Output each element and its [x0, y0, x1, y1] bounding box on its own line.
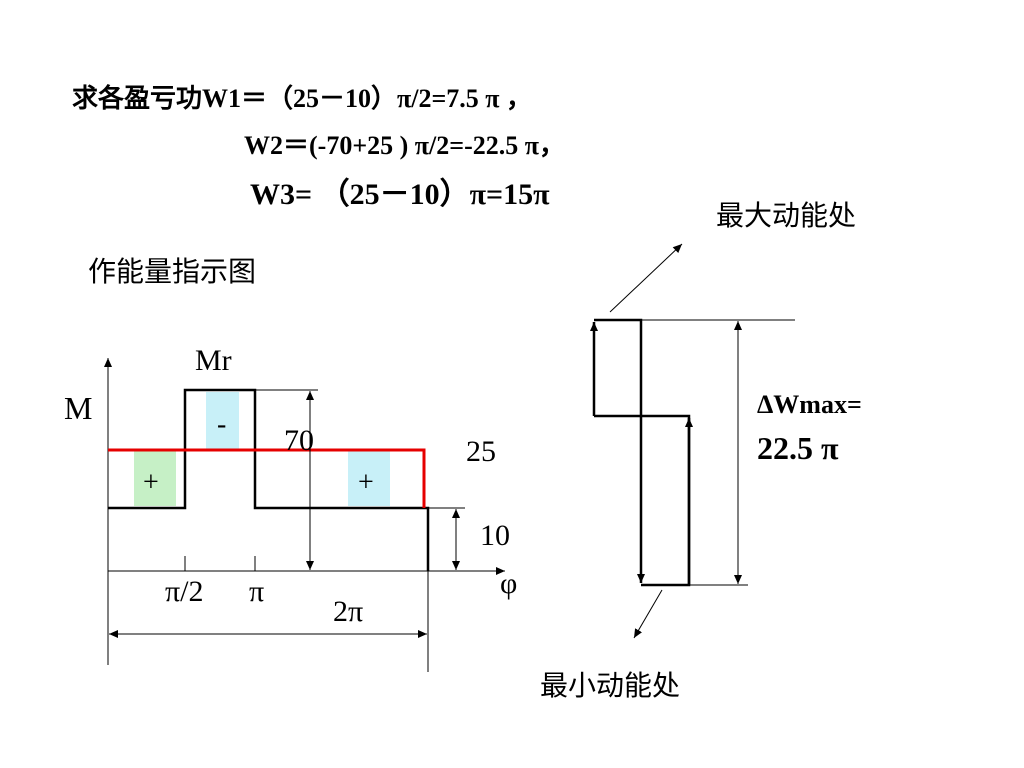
x-axis-label: φ	[500, 567, 517, 600]
tick-pi-label: π	[249, 575, 264, 608]
tick-2pi-label: 2π	[333, 595, 363, 628]
diagram-caption: 作能量指示图	[88, 255, 257, 288]
value-25-label: 25	[466, 435, 496, 468]
plus-sign-2: +	[358, 467, 374, 498]
positive-area-box-1	[134, 450, 176, 506]
resistance-moment-line	[108, 448, 426, 508]
tick-pi-half-label: π/2	[165, 575, 203, 608]
minus-sign: -	[217, 409, 226, 440]
delta-w-max-label: ΔWmax=	[757, 390, 862, 419]
plus-sign-1: +	[143, 467, 159, 498]
equation-w2: W2＝(-70+25 ) π/2=-22.5 π，	[244, 131, 565, 160]
value-10-label: 10	[480, 519, 510, 552]
y-axis-label: M	[64, 390, 92, 426]
value-70-label: 70	[284, 424, 314, 457]
positive-area-box-2	[348, 450, 390, 506]
equation-w3: W3= （25－10）π=15π	[250, 178, 550, 211]
min-kinetic-energy-label: 最小动能处	[540, 669, 681, 702]
mr-label: Mr	[195, 344, 232, 377]
min-pointer-arrow	[633, 589, 663, 639]
max-pointer-arrow	[609, 243, 683, 313]
max-kinetic-energy-label: 最大动能处	[716, 199, 857, 232]
equation-w1: 求各盈亏功W1＝（25－10）π/2=7.5 π ，	[72, 84, 533, 113]
delta-w-max-value: 22.5 π	[757, 430, 839, 466]
negative-area-box	[206, 392, 239, 450]
energy-curve-outer	[594, 318, 691, 587]
